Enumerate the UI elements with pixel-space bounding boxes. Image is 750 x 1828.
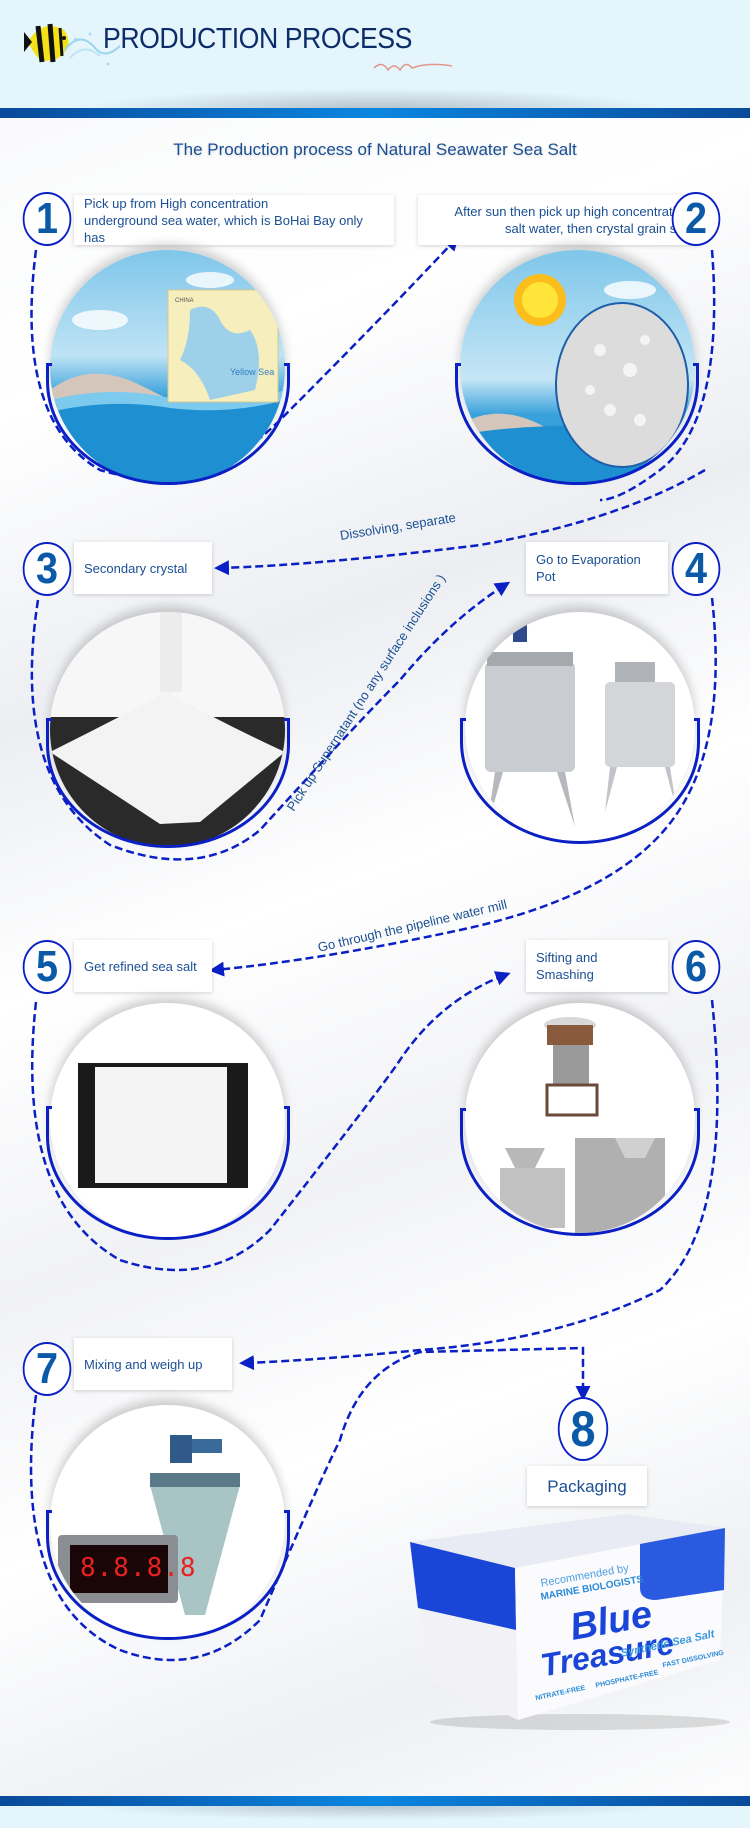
step-8-label: Packaging bbox=[527, 1466, 647, 1506]
step-5-label: Get refined sea salt bbox=[74, 940, 212, 992]
step-1-number: 1 bbox=[22, 192, 72, 246]
header-divider-bar bbox=[0, 108, 750, 118]
step-2-number: 2 bbox=[671, 192, 721, 246]
footer-shadow bbox=[80, 1806, 670, 1820]
step-8-line-1: Packaging bbox=[547, 1476, 627, 1496]
step-2-label: After sun then pick up high concentratio… bbox=[418, 195, 700, 245]
diagram-subtitle: The Production process of Natural Seawat… bbox=[173, 140, 577, 159]
page-title: PRODUCTION PROCESS bbox=[103, 23, 412, 55]
water-splash-decoration bbox=[64, 32, 121, 66]
header-shadow bbox=[80, 88, 670, 110]
header-banner: PRODUCTION PROCESS bbox=[0, 0, 750, 110]
step-1-label: Pick up from High concentration undergro… bbox=[74, 195, 394, 245]
step-4-number: 4 bbox=[671, 542, 721, 596]
blue-treasure-package: Recommended by MARINE BIOLOGISTS Blue Tr… bbox=[400, 1510, 740, 1730]
step-1-line-1: Pick up from High concentration bbox=[84, 195, 269, 211]
step-8-number: 8 bbox=[557, 1397, 609, 1461]
step-6-label: Sifting and Smashing bbox=[526, 940, 668, 992]
coral-decoration bbox=[373, 63, 453, 72]
step-7-number: 7 bbox=[22, 1342, 72, 1396]
step-2-line-2: salt water, then crystal grain salt bbox=[505, 221, 690, 236]
step-2-line-1: After sun then pick up high concentratio… bbox=[454, 204, 690, 219]
step-3-number: 3 bbox=[22, 542, 72, 596]
step-3-line-1: Secondary crystal bbox=[84, 560, 188, 576]
step-6-number: 6 bbox=[671, 940, 721, 994]
step-1-line-2: underground sea water, which is BoHai Ba… bbox=[84, 212, 363, 245]
step-5-line-1: Get refined sea salt bbox=[84, 958, 197, 974]
step-7-line-1: Mixing and weigh up bbox=[84, 1356, 203, 1372]
footer-bar bbox=[0, 1796, 750, 1806]
step-6-line-1: Sifting and Smashing bbox=[536, 950, 598, 982]
angelfish-icon bbox=[24, 23, 69, 63]
step-7-label: Mixing and weigh up bbox=[74, 1338, 232, 1390]
step-3-label: Secondary crystal bbox=[74, 542, 212, 594]
step-4-label: Go to Evaporation Pot bbox=[526, 542, 668, 594]
step-4-line-1: Go to Evaporation Pot bbox=[536, 552, 641, 584]
step-5-number: 5 bbox=[22, 940, 72, 994]
package-box-illustration bbox=[410, 1514, 730, 1730]
map-label-china: CHINA bbox=[175, 298, 194, 304]
footer-band bbox=[0, 1806, 750, 1828]
